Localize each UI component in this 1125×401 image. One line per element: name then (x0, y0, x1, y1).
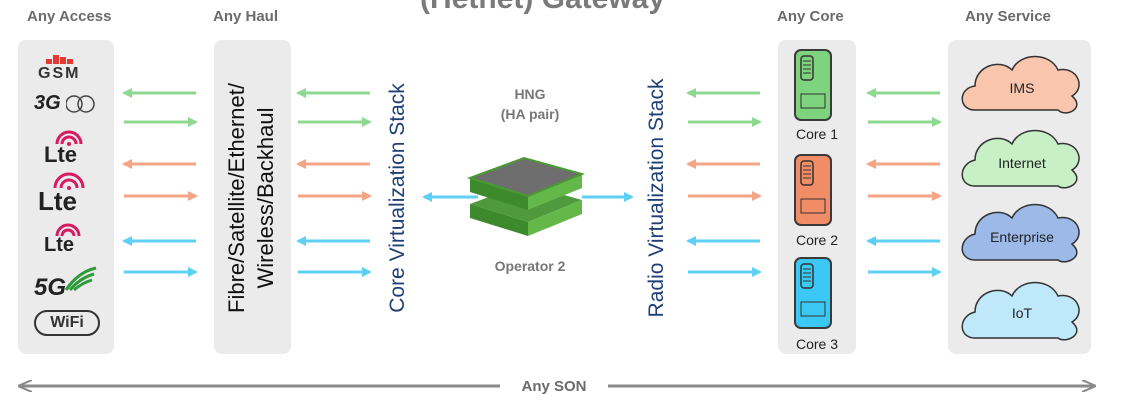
haul-stack-arrows (296, 88, 372, 277)
lte-logo-3: Lte (40, 222, 96, 258)
any-son-label: Any SON (504, 378, 604, 395)
lte-logo-3-text: Lte (44, 234, 74, 256)
access-haul-arrows (122, 88, 198, 277)
core-3-label: Core 3 (795, 336, 839, 352)
hng-label: HNG (514, 86, 546, 102)
enterprise-cloud-icon (961, 203, 1080, 263)
header-any-service: Any Service (965, 8, 1051, 25)
core-3-server-icon (794, 257, 832, 329)
5g-logo-text: 5G (34, 274, 67, 301)
operator-label: Operator 2 (494, 258, 566, 274)
core-service-arrows (866, 88, 942, 277)
service-ims-label: IMS (1009, 80, 1035, 96)
haul-column (214, 40, 291, 354)
stack-core-arrows (686, 88, 762, 277)
service-iot-label: IoT (1011, 305, 1033, 321)
header-any-core: Any Core (777, 8, 844, 25)
service-enterprise-label: Enterprise (990, 229, 1054, 245)
core-1-server-icon (794, 49, 832, 121)
3gpp-logo: 3G (34, 92, 98, 120)
lte-advanced-logo: Lte (36, 170, 102, 216)
core-1-label: Core 1 (795, 126, 839, 142)
3gpp-logo-text: 3G (34, 92, 61, 114)
wifi-logo-text: WiFi (34, 310, 100, 336)
header-any-haul: Any Haul (213, 8, 279, 25)
internet-cloud-icon (961, 129, 1080, 189)
gsm-logo-text: GSM (38, 65, 81, 82)
core-2-label: Core 2 (795, 232, 839, 248)
gsm-logo: GSM (34, 55, 98, 87)
header-any-access: Any Access (27, 8, 112, 25)
core-2-server-icon (794, 154, 832, 226)
gateway-title: (Hetnet) Gateway (420, 0, 665, 16)
access-column (18, 40, 114, 354)
iot-cloud-icon (961, 281, 1080, 341)
service-internet-label: Internet (998, 155, 1046, 171)
lte-logo-1-text: Lte (44, 142, 77, 167)
lte-advanced-logo-text: Lte (38, 186, 77, 216)
wifi-logo: WiFi (34, 310, 102, 338)
ims-cloud-icon (961, 55, 1080, 114)
lte-logo-1: Lte (40, 128, 96, 168)
hng-device-icon (466, 156, 586, 236)
hng-ha-pair-label: (HA pair) (500, 106, 560, 122)
5g-logo: 5G (34, 266, 100, 302)
